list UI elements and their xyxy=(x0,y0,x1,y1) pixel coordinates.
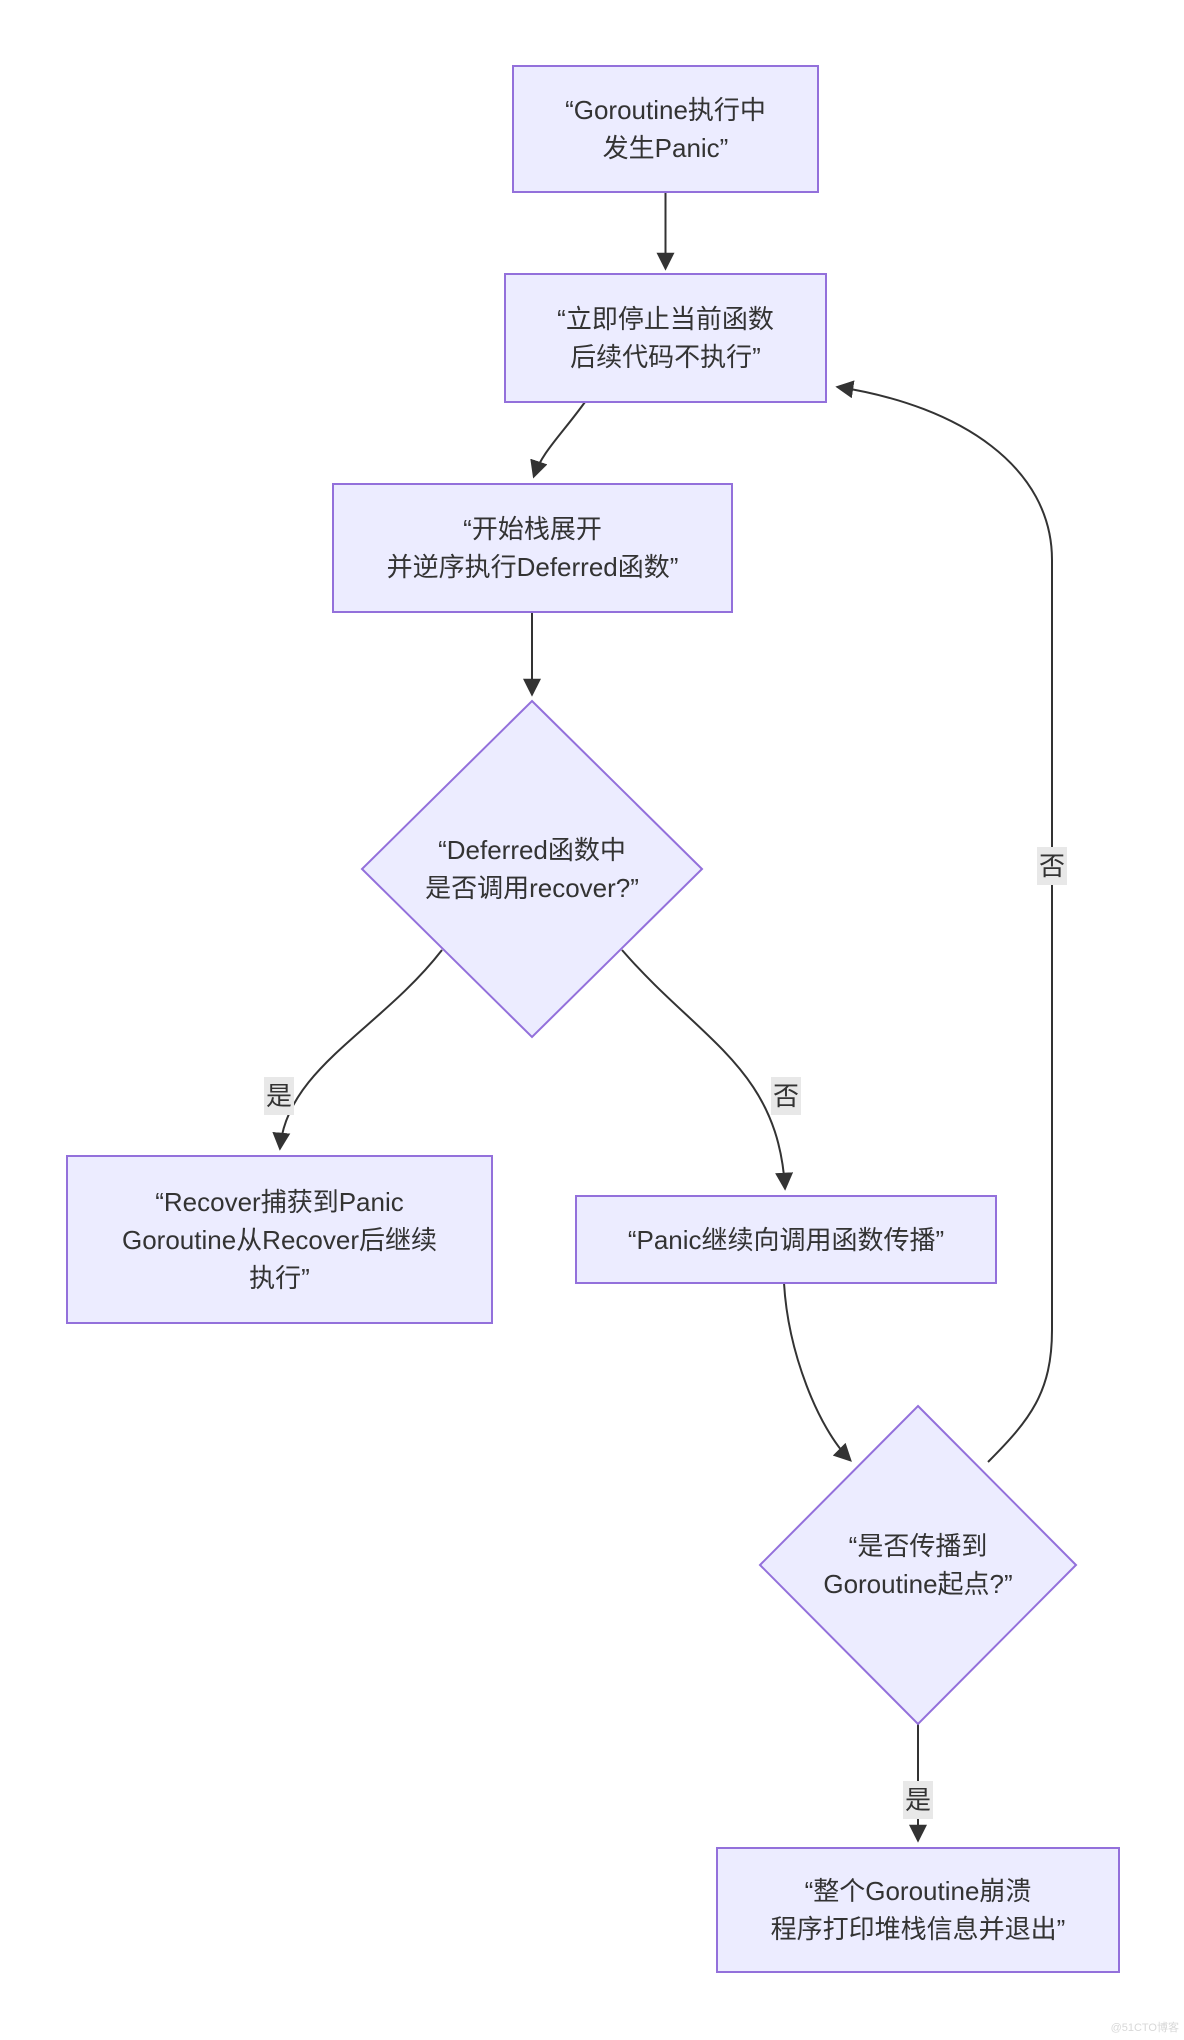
node-stop-current-fn: “立即停止当前函数 后续代码不执行” xyxy=(557,304,774,372)
node-goroutine-crash: “整个Goroutine崩溃 程序打印堆栈信息并退出” xyxy=(770,1876,1066,1944)
edge-propagate-to-reached-decision xyxy=(783,1282,852,1462)
edge-label-reached-no: 否 xyxy=(1036,847,1068,885)
edge-reached-no-loop xyxy=(835,380,1053,1463)
edge-label-recover-yes: 是 xyxy=(263,1077,295,1115)
edge-stop-to-unwind xyxy=(530,401,586,479)
node-shape-recover-called-diamond xyxy=(360,699,704,1039)
edge-recover-yes xyxy=(272,949,443,1151)
node-panic-propagates: “Panic继续向调用函数传播” xyxy=(627,1224,945,1255)
node-shape-panic-propagates xyxy=(575,1195,997,1284)
edge-label-reached-yes: 是 xyxy=(902,1781,934,1819)
node-recover-caught: “Recover捕获到Panic Goroutine从Recover后继续 执行… xyxy=(122,1186,437,1293)
node-shape-goroutine-crash xyxy=(716,1847,1120,1973)
node-recover-called-decision: “Deferred函数中 是否调用recover?” xyxy=(425,835,639,903)
node-reached-start-decision: “是否传播到 Goroutine起点?” xyxy=(823,1531,1013,1599)
node-shape-stack-unwind xyxy=(332,483,733,613)
node-panic-occurs: “Goroutine执行中 发生Panic” xyxy=(565,95,766,163)
node-stack-unwind: “开始栈展开 并逆序执行Deferred函数” xyxy=(386,514,679,582)
node-shape-reached-start-diamond xyxy=(758,1404,1078,1726)
edge-label-recover-no: 否 xyxy=(770,1077,802,1115)
watermark: @51CTO博客 xyxy=(1110,2022,1179,2034)
node-shape-panic-occurs xyxy=(512,65,819,193)
node-shape-recover-caught xyxy=(66,1155,493,1324)
node-shape-stop-current-fn xyxy=(504,273,827,403)
edge-recover-no xyxy=(621,949,794,1191)
